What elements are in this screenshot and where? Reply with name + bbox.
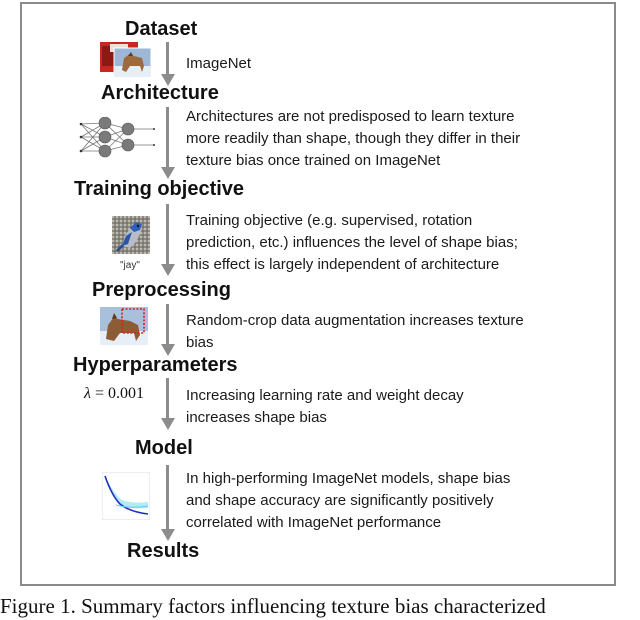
stage-title-results: Results — [127, 540, 200, 562]
stage-title-dataset: Dataset — [125, 18, 198, 40]
description-line: In high-performing ImageNet models, shap… — [186, 470, 511, 487]
description-line: this effect is largely independent of ar… — [186, 256, 500, 273]
neural-network-icon — [79, 117, 155, 158]
stage-description-model: In high-performing ImageNet models, shap… — [186, 468, 510, 534]
description-line: correlated with ImageNet performance — [186, 514, 442, 531]
stage-description-training-objective: Training objective (e.g. supervised, rot… — [186, 210, 518, 276]
stage-description-preprocessing: Random-crop data augmentation increases … — [186, 310, 524, 354]
stage-description-architecture: Architectures are not predisposed to lea… — [186, 106, 520, 172]
lambda-value: = 0.001 — [90, 385, 144, 402]
description-line: Training objective (e.g. supervised, rot… — [186, 212, 473, 229]
blue-jay-photo-icon — [112, 216, 150, 254]
arrow-preprocessing-to-hyperparameters — [161, 304, 175, 356]
random-crop-photo-icon — [100, 307, 148, 345]
jay-label: "jay" — [120, 260, 140, 271]
description-line: texture bias once trained on ImageNet — [186, 152, 441, 169]
description-line: and shape accuracy are significantly pos… — [186, 492, 494, 509]
description-line: Random-crop data augmentation increases … — [186, 312, 524, 329]
description-line: Increasing learning rate and weight deca… — [186, 387, 464, 404]
stage-title-training-objective: Training objective — [74, 178, 245, 200]
stage-title-preprocessing: Preprocessing — [92, 279, 231, 301]
arrow-dataset-to-architecture — [161, 42, 175, 86]
stage-description-hyperparameters: Increasing learning rate and weight deca… — [186, 385, 464, 429]
imagenet-photos-icon — [100, 42, 152, 78]
description-line: increases shape bias — [186, 409, 327, 426]
figure-caption: Figure 1. Summary factors influencing te… — [0, 594, 546, 618]
lambda-symbol: λ — [84, 385, 91, 402]
lambda-value-label: λ = 0.001 — [84, 385, 144, 403]
description-line: prediction, etc.) influences the level o… — [186, 234, 518, 251]
description-line: more readily than shape, though they dif… — [186, 130, 521, 147]
stage-title-hyperparameters: Hyperparameters — [73, 354, 238, 376]
description-line: Architectures are not predisposed to lea… — [186, 108, 515, 125]
stage-description-dataset: ImageNet — [186, 53, 251, 75]
stage-title-architecture: Architecture — [101, 82, 219, 104]
arrow-model-to-results — [161, 465, 175, 541]
stage-title-model: Model — [135, 437, 193, 459]
performance-curve-icon — [102, 472, 150, 520]
arrow-hyperparameters-to-model — [161, 378, 175, 430]
description-line: ImageNet — [186, 55, 252, 72]
description-line: bias — [186, 334, 214, 351]
arrow-training-to-preprocessing — [161, 204, 175, 276]
arrow-architecture-to-training — [161, 107, 175, 179]
